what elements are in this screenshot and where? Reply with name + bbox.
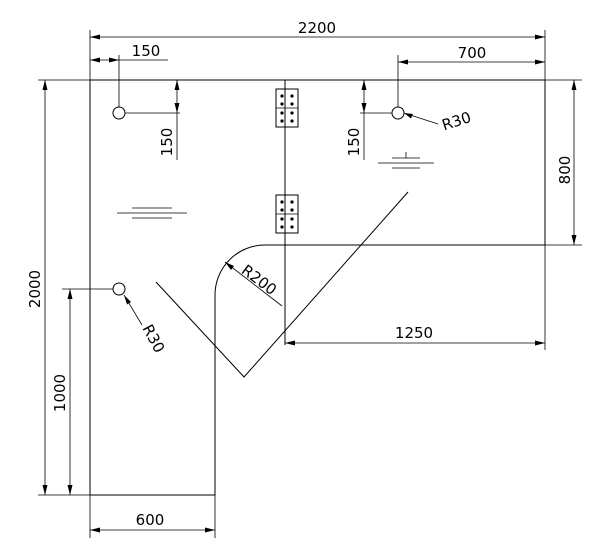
connector-bracket-top [275, 88, 299, 128]
dim-150-vertical-left [125, 80, 180, 160]
dim-label-150-left: 150 [132, 42, 161, 60]
dim-label-700: 700 [458, 44, 487, 62]
connector-bracket-bottom [275, 194, 299, 234]
label-r200: R200 [238, 261, 280, 299]
dim-label-600: 600 [136, 511, 165, 529]
dim-1250 [285, 245, 546, 350]
diagonal-fold-lines [155, 191, 409, 378]
dim-label-2200: 2200 [298, 19, 336, 37]
dim-2200 [89, 30, 546, 80]
dim-150-vertical-right [360, 80, 392, 160]
label-r30-bottom: R30 [139, 321, 169, 356]
dim-label-2000: 2000 [26, 270, 44, 308]
hole-top-right [391, 106, 405, 120]
hole-bottom-left [112, 282, 126, 296]
label-r30-top: R30 [440, 108, 474, 134]
dim-600 [89, 495, 216, 538]
desk-outline [89, 79, 546, 496]
hole-top-left [112, 106, 126, 120]
level-symbol-right [378, 152, 434, 169]
leader-r30-bottom [123, 294, 143, 326]
dim-150-horizontal [90, 55, 168, 107]
leader-r200 [224, 261, 283, 307]
dim-label-150-top-right: 150 [345, 128, 363, 157]
dim-label-1250: 1250 [395, 324, 433, 342]
dim-label-1000: 1000 [51, 374, 69, 412]
level-symbol-left [117, 207, 187, 219]
dim-1000 [62, 288, 113, 495]
dim-label-150-top-left: 150 [158, 128, 176, 157]
leader-r30-top [403, 112, 439, 125]
dim-700 [397, 55, 545, 107]
dim-label-800: 800 [556, 156, 574, 185]
dim-2000 [38, 79, 90, 496]
dim-800 [545, 79, 582, 246]
